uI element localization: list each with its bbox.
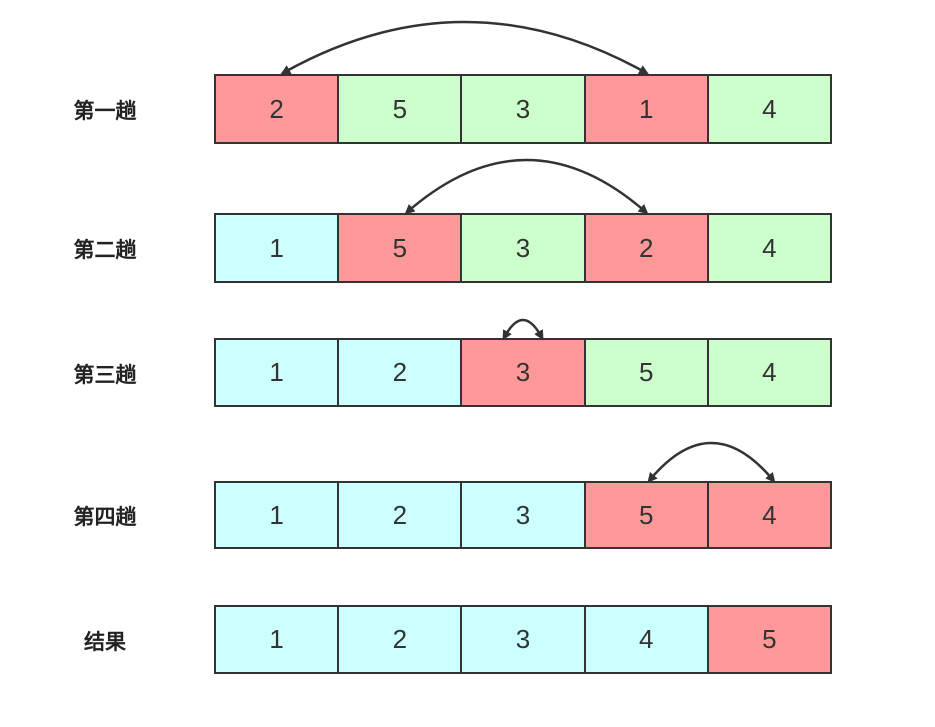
array-cell: 1 xyxy=(585,76,709,142)
array-cell: 5 xyxy=(585,483,709,547)
array-cell: 3 xyxy=(462,483,586,547)
swap-arrow xyxy=(280,20,649,75)
swap-arrow xyxy=(404,158,649,215)
array-cell: 4 xyxy=(708,340,831,405)
array-cell: 3 xyxy=(462,76,586,142)
pass-label: 第二趟 xyxy=(73,238,137,262)
array-cell: 5 xyxy=(339,76,463,142)
array-cell: 3 xyxy=(462,215,586,281)
array-cell: 1 xyxy=(216,340,340,405)
array-cell: 5 xyxy=(339,215,463,281)
array-cell: 4 xyxy=(708,483,831,547)
array-cell: 4 xyxy=(585,607,709,672)
pass-label: 第四趟 xyxy=(73,505,137,529)
array-cell: 2 xyxy=(585,215,709,281)
array-cell: 1 xyxy=(216,607,340,672)
array-cell: 2 xyxy=(216,76,340,142)
swap-arrow xyxy=(502,318,544,341)
array-cell: 5 xyxy=(708,607,831,672)
array-cell: 2 xyxy=(339,340,463,405)
pass-label: 第三趟 xyxy=(73,362,137,387)
array-cell: 3 xyxy=(462,607,586,672)
array-cell: 1 xyxy=(216,483,340,547)
array-cell: 3 xyxy=(462,340,586,405)
array-cell: 2 xyxy=(339,607,463,672)
array-cell: 4 xyxy=(708,76,831,142)
array-cell: 2 xyxy=(339,483,463,547)
pass-label: 结果 xyxy=(84,629,126,654)
array-cell: 1 xyxy=(216,215,340,281)
array-cell: 5 xyxy=(585,340,709,405)
swap-arrow xyxy=(647,441,776,483)
array-cell: 4 xyxy=(708,215,831,281)
pass-label: 第一趟 xyxy=(73,99,137,123)
